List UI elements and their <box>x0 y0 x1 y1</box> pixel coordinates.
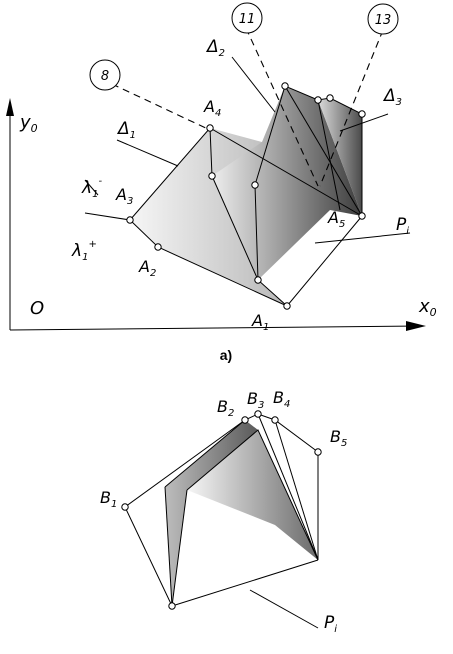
edge-a4-down <box>209 127 213 177</box>
axis-y-label: y0 <box>19 112 38 135</box>
label-a3: A3 <box>115 185 133 207</box>
leader-13 <box>319 29 384 187</box>
point-low <box>254 276 262 284</box>
label-a5: A5 <box>327 208 345 230</box>
lambda-plus-label: λ1+ <box>71 239 97 263</box>
x-axis <box>9 325 421 331</box>
edge-lambda-line <box>84 212 288 307</box>
edge-inner3 <box>171 489 188 607</box>
figure-b: B1 B2 B3 B4 B5 Pi <box>100 388 347 635</box>
leader-11 <box>245 27 319 187</box>
leader-plane-b <box>249 589 319 629</box>
y-axis-arrow-icon <box>6 98 14 116</box>
edge-ridge <box>284 85 363 217</box>
point-mid <box>251 181 259 189</box>
axis-x-label: x0 <box>418 296 437 319</box>
circle-8-label: 8 <box>101 69 109 84</box>
edge-b4-down <box>274 419 319 561</box>
delta2-label: Δ2 <box>205 37 225 59</box>
x-axis-arrow-icon <box>406 321 426 331</box>
point-b1 <box>121 503 129 511</box>
edge-inner1 <box>164 419 246 488</box>
edge-b1-b2 <box>124 419 246 508</box>
label-b4: B4 <box>273 388 290 410</box>
delta3-label: Δ3 <box>382 86 402 108</box>
label-a2: A2 <box>138 257 156 279</box>
circle-8 <box>89 59 121 91</box>
point-b4 <box>271 416 279 424</box>
delta1-label: Δ1 <box>116 119 136 141</box>
label-a1: A1 <box>251 311 269 333</box>
point-a5 <box>358 212 366 220</box>
edge-mid <box>254 184 259 281</box>
point-b2 <box>241 416 249 424</box>
edge-top <box>254 85 363 216</box>
point-a2 <box>154 243 162 251</box>
point-top2 <box>314 96 322 104</box>
label-a4: A4 <box>203 97 221 119</box>
leader-delta1 <box>116 139 179 167</box>
origin-label: O <box>30 298 44 319</box>
leader-lambda <box>84 179 99 196</box>
label-b5: B5 <box>330 427 347 449</box>
point-b3 <box>254 410 262 418</box>
edge-b3-down <box>257 413 319 561</box>
leader-8 <box>111 83 211 131</box>
point-a3 <box>126 216 134 224</box>
edge-ridge2 <box>317 99 341 211</box>
edge-b3-ridge <box>186 429 319 561</box>
figure-a: 8 11 13 y0 x0 O λ1- λ1+ Δ1 Δ2 Δ3 Pi A1 A… <box>6 2 437 363</box>
leader-delta3 <box>339 113 389 132</box>
leader-plane <box>314 232 411 244</box>
point-b5 <box>314 448 322 456</box>
point-a4 <box>206 124 214 132</box>
circle-13 <box>367 3 399 35</box>
point-a1 <box>283 302 291 310</box>
plane-pi-window <box>258 210 362 306</box>
label-b3: B3 <box>247 389 264 411</box>
edge-inner2 <box>164 486 173 607</box>
point-b-bottom <box>168 602 176 610</box>
circle-13-label: 13 <box>375 13 392 28</box>
circle-11 <box>231 2 263 34</box>
plane-a-label: Pi <box>396 215 409 237</box>
circle-11-label: 11 <box>239 12 256 27</box>
point-top1 <box>281 82 289 90</box>
label-b2: B2 <box>217 397 234 419</box>
label-b1: B1 <box>100 488 117 510</box>
caption-a: a) <box>220 347 232 363</box>
plane-b-label: Pi <box>324 613 337 635</box>
point-top4 <box>358 110 366 118</box>
edge-a1-region <box>211 175 363 307</box>
point-top3 <box>326 94 334 102</box>
leader-delta2 <box>231 56 276 113</box>
point-mid-left <box>208 172 216 180</box>
lambda-minus-label: λ1- <box>81 176 102 200</box>
